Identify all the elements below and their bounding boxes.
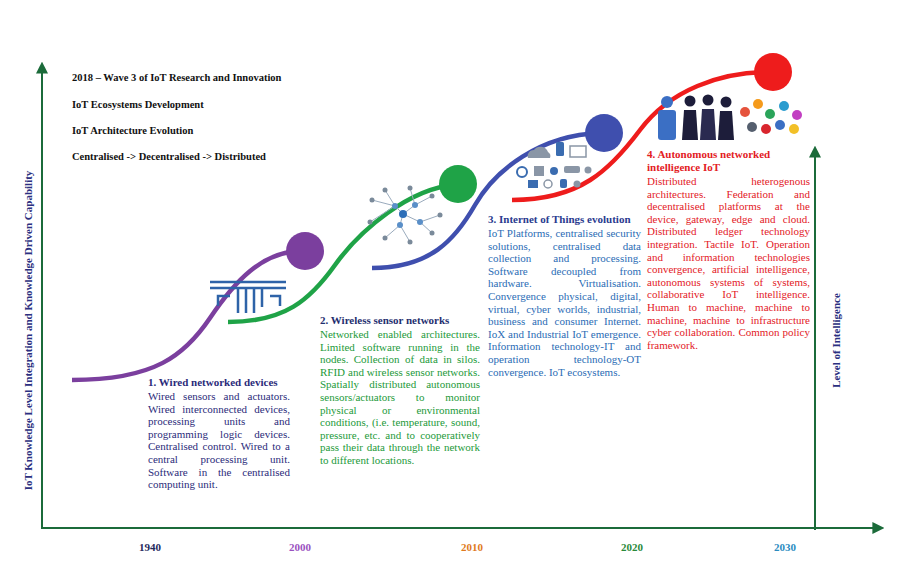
circuit-icon	[210, 282, 286, 313]
stage-heading: 2. Wireless sensor networks	[320, 314, 480, 327]
person-head	[685, 96, 696, 107]
network-node	[408, 186, 413, 191]
gear-icon	[517, 167, 527, 177]
stage-description: Networked enabled architectures. Limited…	[320, 328, 480, 467]
network-node	[383, 236, 388, 241]
stage-1-dot	[286, 232, 324, 270]
stage-heading: 4. Autonomous networked intelligence IoT	[647, 148, 810, 174]
person-body	[700, 109, 716, 140]
person-body	[682, 110, 698, 140]
sensor-icon	[585, 167, 592, 174]
intelligence-axis	[814, 148, 816, 530]
header-line: 2018 – Wave 3 of IoT Research and Innova…	[72, 71, 281, 84]
robot-body	[658, 110, 676, 140]
network-icon	[368, 186, 443, 245]
cloud-icon	[528, 147, 551, 158]
network-node	[392, 203, 398, 209]
circuit-trace	[210, 282, 286, 313]
people-robots-icon	[658, 95, 802, 141]
network-node	[408, 240, 413, 245]
header-line: IoT Architecture Evolution	[72, 124, 193, 137]
network-node	[368, 220, 373, 225]
person-head	[721, 97, 732, 108]
app-dot	[765, 109, 775, 119]
watch-icon	[560, 179, 567, 188]
year-tick: 1940	[139, 541, 161, 554]
app-dot	[747, 122, 757, 132]
network-node	[383, 188, 388, 193]
stage-heading: 1. Wired networked devices	[148, 376, 290, 389]
y-axis	[41, 64, 43, 529]
network-node	[417, 219, 423, 225]
year-tick: 2030	[774, 541, 796, 554]
network-node	[430, 194, 435, 199]
x-axis	[41, 527, 882, 529]
year-tick: 2000	[289, 541, 311, 554]
stage-4-dot	[754, 53, 792, 91]
wifi-icon	[544, 180, 552, 188]
app-dot	[753, 99, 763, 109]
house-icon	[528, 180, 538, 188]
app-dot	[792, 110, 802, 120]
network-node	[397, 222, 403, 228]
person-body	[718, 111, 734, 140]
stage-heading: 3. Internet of Things evolution	[488, 213, 641, 226]
header-line: Centralised -> Decentralised -> Distribu…	[72, 150, 266, 163]
screen-icon	[570, 146, 586, 157]
app-dot	[740, 107, 750, 117]
node-icon	[550, 167, 558, 175]
stage-description: Wired sensors and actuators. Wired inter…	[148, 390, 290, 491]
stage-3-dot	[585, 114, 623, 152]
stage-description: IoT Platforms, centralised security solu…	[488, 227, 641, 378]
chip-icon	[534, 166, 544, 176]
app-dot	[775, 120, 785, 130]
network-node	[399, 210, 407, 218]
stage-description: Distributed heterogenous architectures. …	[647, 175, 810, 351]
axis-title: IoT Knowledge Level Integration and Know…	[22, 170, 35, 490]
network-node	[430, 231, 435, 236]
iot-icons	[517, 142, 592, 188]
axis-title: Level of Intelligence	[829, 293, 842, 388]
network-node	[412, 202, 418, 208]
car-icon	[564, 166, 580, 173]
network-links	[370, 188, 440, 242]
bulb-icon	[574, 181, 581, 188]
robot-head	[661, 96, 673, 108]
network-node	[370, 198, 375, 203]
person-head	[703, 95, 714, 106]
year-tick: 2010	[461, 541, 483, 554]
app-dot	[761, 124, 771, 134]
year-tick: 2020	[621, 541, 643, 554]
app-dot	[789, 124, 799, 134]
stage-2-dot	[439, 165, 477, 203]
app-dot	[779, 101, 789, 111]
phone-icon	[556, 142, 564, 156]
header-line: IoT Ecosystems Development	[72, 98, 204, 111]
network-node	[438, 213, 443, 218]
